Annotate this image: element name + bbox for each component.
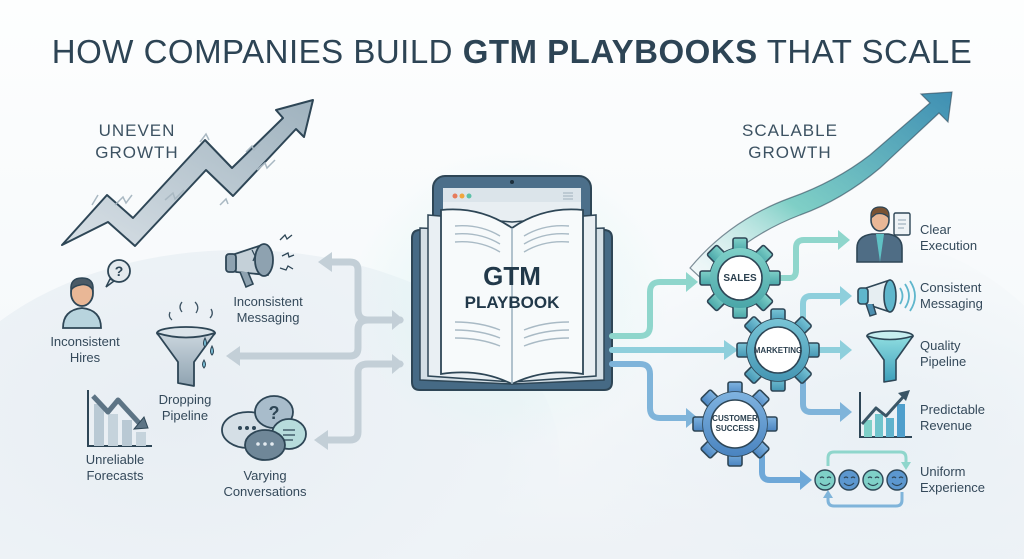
label-clear-execution: Clear Execution [920,222,1020,254]
funnel-icon [866,330,914,383]
smiley-faces-icon [814,450,911,508]
uneven-growth-heading: UNEVEN GROWTH [82,120,192,164]
label-unreliable-forecasts: Unreliable Forecasts [70,452,160,484]
label-line: Pipeline [161,408,209,423]
label-line: Revenue [920,418,973,433]
declining-chart-icon [87,390,152,447]
label-uniform-experience: Uniform Experience [920,464,1020,496]
svg-text:?: ? [115,263,124,279]
heading-line: GROWTH [748,143,832,162]
label-line: Predictable [920,402,986,417]
colored-connector-arrows [609,237,845,483]
person-question-icon: ? [62,259,131,329]
chat-bubbles-icon: ? [221,395,307,461]
label-line: Messaging [236,310,300,325]
label-line: Pipeline [920,354,967,369]
gtm-playbook-book-icon [411,175,613,391]
label-line: Uniform [920,464,966,479]
uneven-growth-arrow-icon [61,99,314,247]
label-dropping-pipeline: Dropping Pipeline [145,392,225,424]
label-quality-pipeline: Quality Pipeline [920,338,1020,370]
label-line: Execution [920,238,978,253]
label-line: Dropping [158,392,212,407]
gray-arrowheads [226,252,404,450]
label-inconsistent-messaging: Inconsistent Messaging [218,294,318,326]
gear-label-sales: SALES [718,273,762,284]
gear-marketing-icon [736,308,820,392]
book-title-playbook: PLAYBOOK [464,293,560,312]
heading-line: SCALABLE [742,121,838,140]
label-line: Forecasts [86,468,144,483]
gear-label-marketing: MARKETING [751,345,805,356]
label-line: Hires [69,350,101,365]
label-line: Consistent [920,280,982,295]
rising-chart-icon [859,390,912,438]
gear-sales-icon [699,237,781,319]
gear-label-customer-success: CUSTOMER SUCCESS [709,414,761,434]
megaphone-icon [857,279,916,317]
label-line: Unreliable [85,452,145,467]
heading-line: UNEVEN [98,121,176,140]
scalable-growth-heading: SCALABLE GROWTH [730,120,850,164]
label-line: Inconsistent [50,334,120,349]
svg-text:?: ? [269,403,280,423]
gear-label-line: CUSTOMER [712,414,758,423]
label-line: Clear [920,222,952,237]
megaphone-broken-icon [225,233,295,289]
businessman-document-icon [856,206,911,263]
book-title-gtm: GTM [483,261,541,291]
colored-arrowheads [686,230,852,490]
gear-label-line: MARKETING [753,346,803,355]
gear-label-line: SALES [723,273,757,284]
label-inconsistent-hires: Inconsistent Hires [40,334,130,366]
label-line: Varying [243,468,287,483]
scalable-growth-arrow-icon [689,91,953,283]
label-line: Conversations [223,484,307,499]
label-predictable-revenue: Predictable Revenue [920,402,1020,434]
page-title: HOW COMPANIES BUILD GTM PLAYBOOKS THAT S… [51,33,973,70]
gear-customer-success-icon [692,381,778,467]
gear-label-line: SUCCESS [715,424,755,433]
label-line: Inconsistent [233,294,303,309]
leaking-funnel-icon [156,301,216,387]
label-line: Messaging [920,296,983,311]
label-line: Experience [920,480,986,495]
gray-connector-arrows [228,258,404,444]
label-line: Quality [920,338,961,353]
label-varying-conversations: Varying Conversations [215,468,315,500]
label-consistent-messaging: Consistent Messaging [920,280,1020,312]
heading-line: GROWTH [95,143,179,162]
